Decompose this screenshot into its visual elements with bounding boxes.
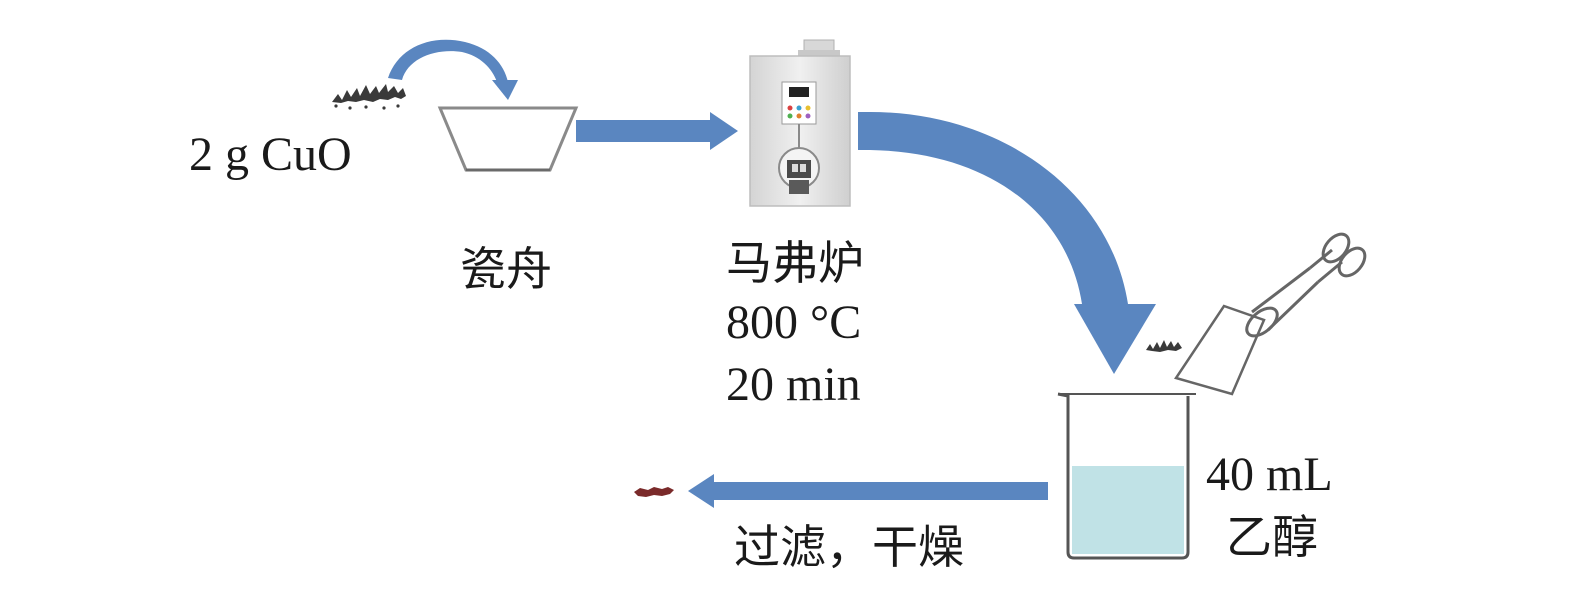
boat-label: 瓷舟	[460, 242, 552, 296]
muffle-furnace-icon	[749, 39, 851, 207]
transfer-arrow	[388, 39, 518, 100]
furnace-time-label: 20 min	[726, 358, 861, 411]
furnace-name-label: 马弗炉	[726, 236, 864, 290]
arrow-to-beaker	[858, 112, 1156, 374]
arrow-to-furnace	[576, 112, 738, 150]
arrow-to-product	[688, 474, 1048, 508]
volume-label: 40 mL	[1206, 448, 1333, 501]
step-label: 过滤，干燥	[734, 520, 964, 574]
cuo-powder-icon	[332, 84, 406, 110]
porcelain-boat-icon	[437, 106, 579, 172]
tongs-icon	[1174, 232, 1367, 396]
reagent-label: 2 g CuO	[189, 128, 352, 181]
solvent-label: 乙醇	[1226, 510, 1318, 564]
product-powder-icon	[634, 487, 674, 497]
furnace-temp-label: 800 °C	[726, 296, 862, 349]
falling-powder-icon	[1146, 340, 1182, 352]
beaker-icon	[1057, 392, 1196, 560]
